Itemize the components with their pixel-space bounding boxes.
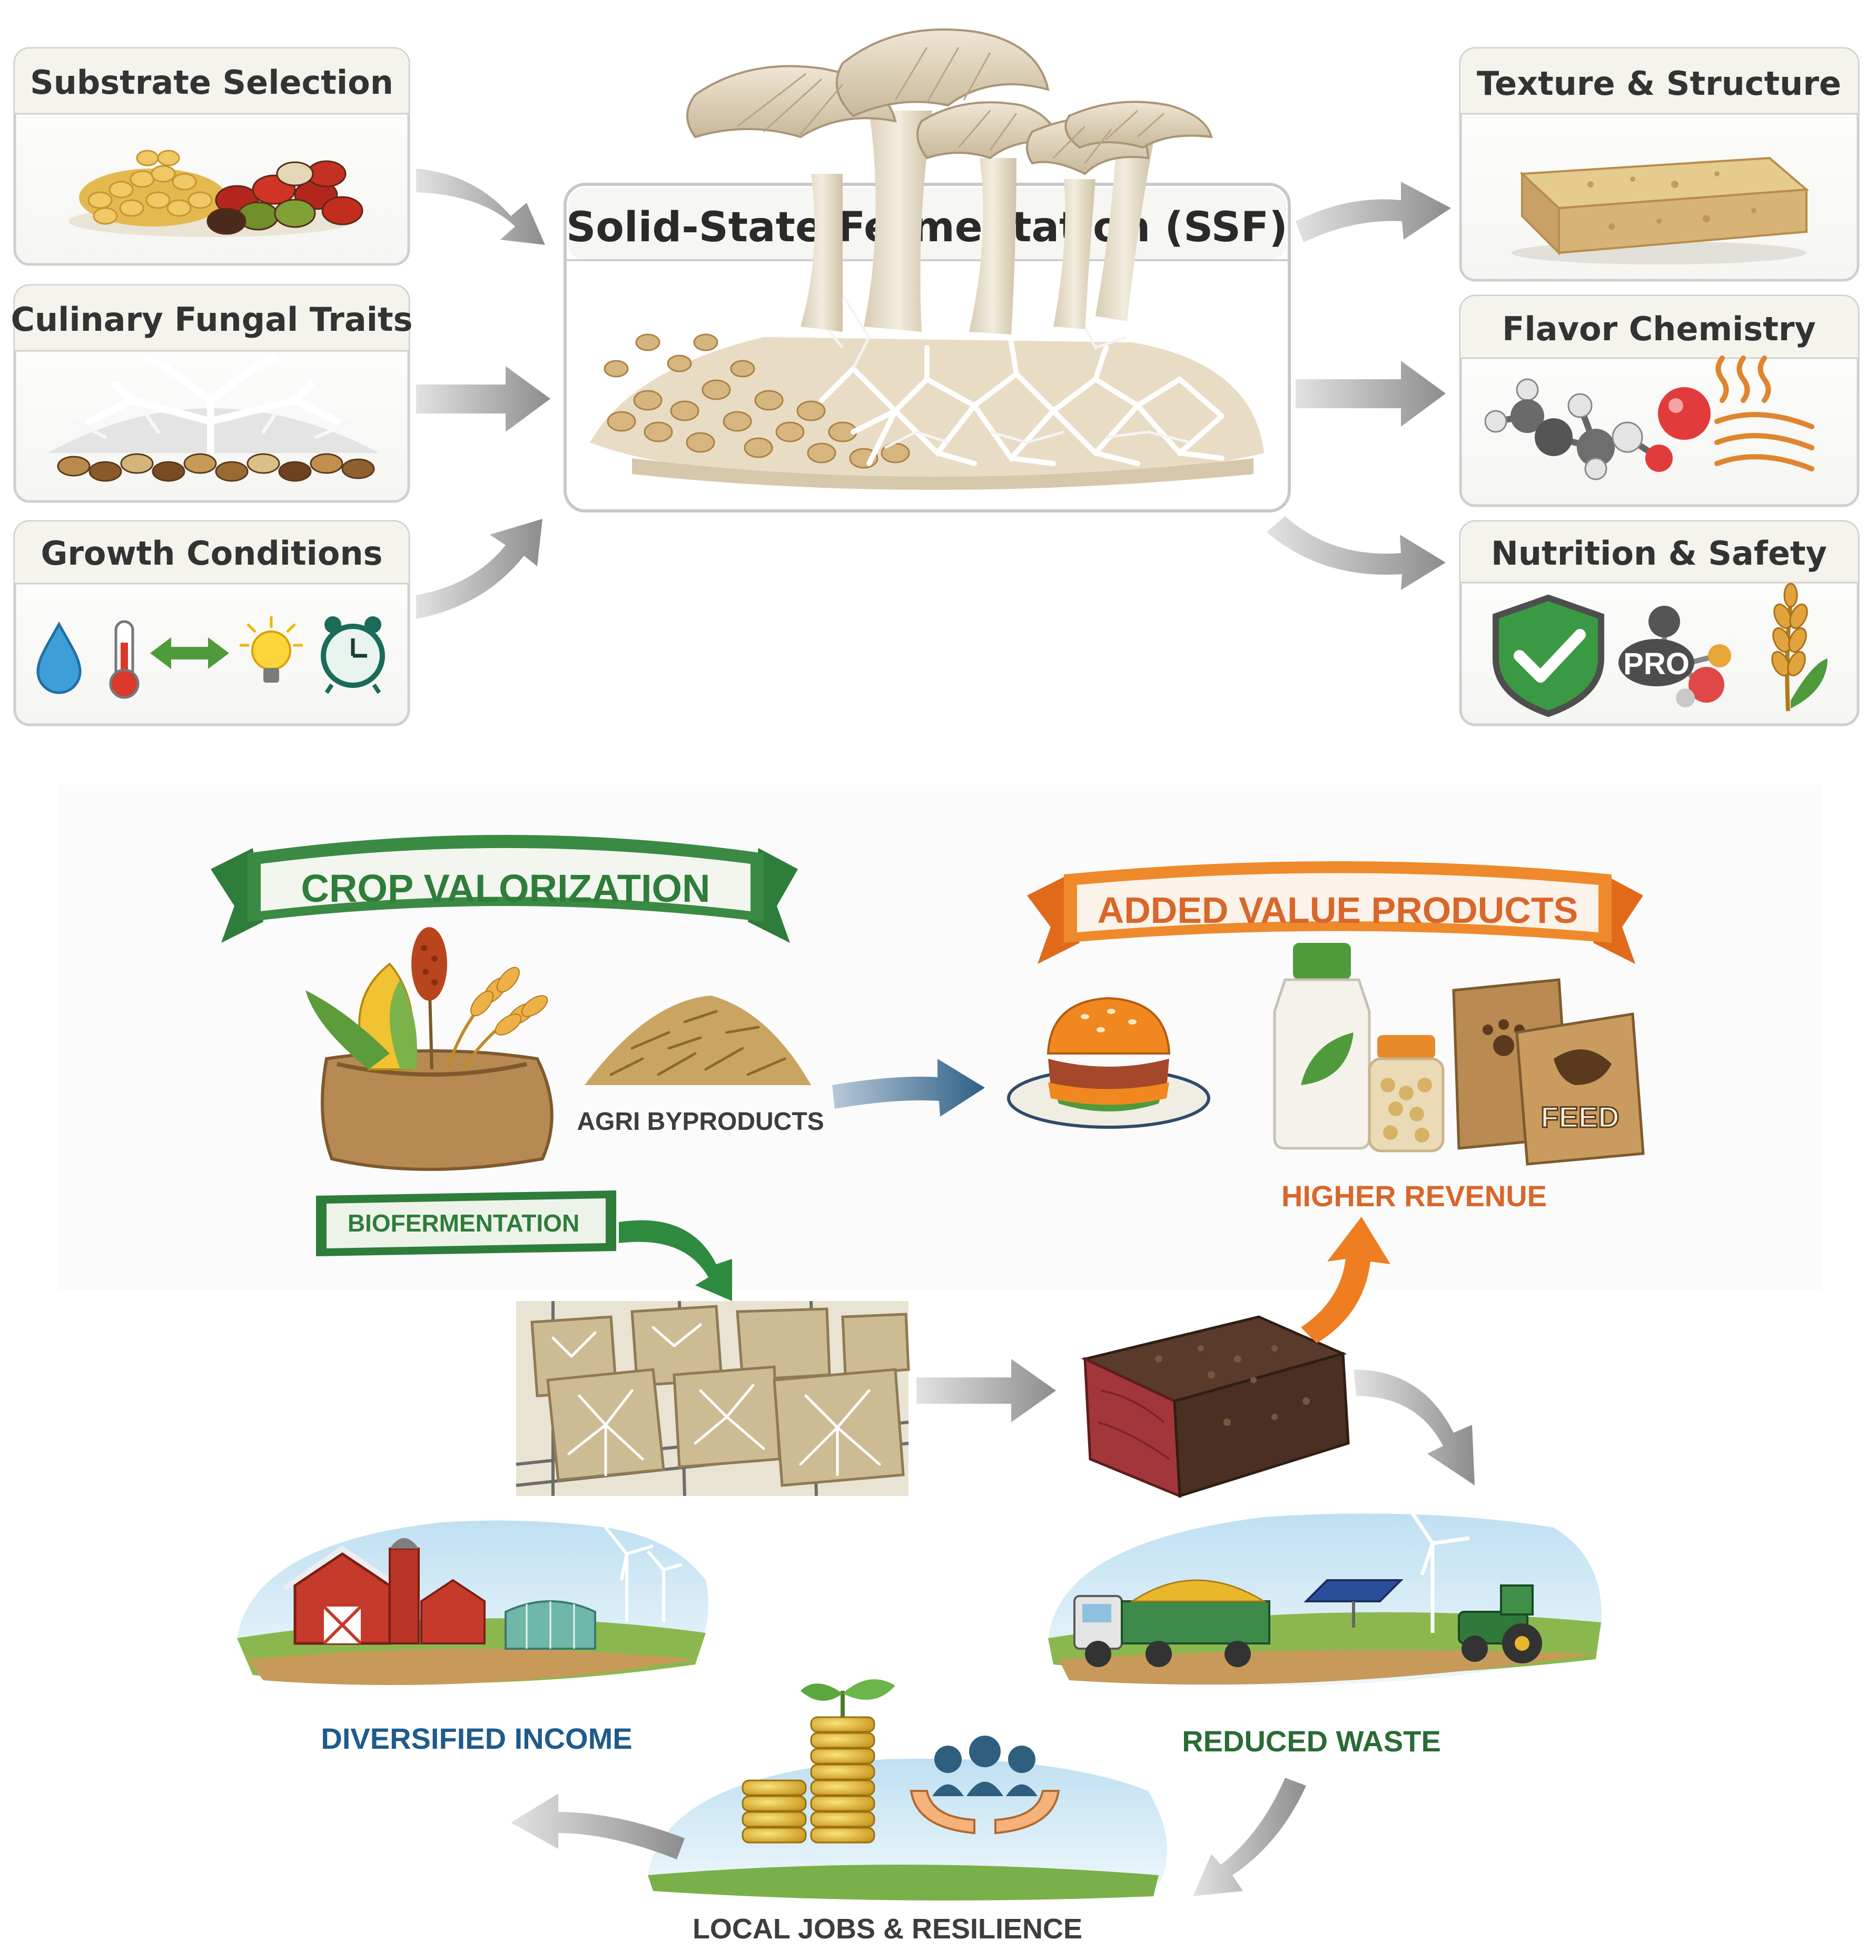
blue-flow-arrow: [832, 1059, 985, 1117]
truck-icon: [1073, 1579, 1270, 1667]
input-arrow-fungal-traits: [416, 366, 550, 432]
input-box-substrate-selection: Substrate Selection: [13, 47, 410, 266]
output-arrow-flavor: [1296, 361, 1446, 427]
input-box-growth-conditions: Growth Conditions: [13, 520, 410, 726]
light-bulb-icon: [240, 616, 303, 683]
local-jobs-scene: [648, 1679, 1167, 1900]
textured-block-icon: [1512, 156, 1809, 264]
crop-valorization-title: CROP VALORIZATION: [301, 866, 710, 910]
input-title-culinary-fungal-traits: Culinary Fungal Traits: [11, 300, 413, 339]
output-title-flavor-chemistry: Flavor Chemistry: [1502, 310, 1816, 348]
alarm-clock-icon: [321, 616, 385, 694]
local-jobs-label: LOCAL JOBS & RESILIENCE: [693, 1913, 1082, 1945]
input-box-culinary-fungal-traits: Culinary Fungal Traits: [11, 284, 413, 503]
output-arrow-nutrition: [1267, 516, 1446, 590]
corn-icon: [305, 962, 417, 1070]
grey-arrow-to-meat: [916, 1359, 1056, 1422]
reduced-waste-scene: [1048, 1511, 1602, 1686]
coin-stacks-icon: [742, 1679, 895, 1844]
solar-panel-icon: [1304, 1579, 1404, 1628]
wind-turbines-icon: [604, 1526, 683, 1622]
output-box-flavor-chemistry: Flavor Chemistry: [1459, 294, 1860, 507]
protein-jar-icon: [1368, 1035, 1445, 1153]
reduced-waste-label: REDUCED WASTE: [1182, 1725, 1441, 1758]
mycelium-network-icon: [47, 354, 379, 482]
tractor-icon: [1458, 1584, 1542, 1663]
shield-check-icon: [1493, 594, 1604, 717]
feed-label: FEED: [1541, 1100, 1619, 1134]
burger-plate-icon: [1007, 997, 1210, 1129]
sorghum-icon: [411, 927, 447, 1070]
added-value-products-title: ADDED VALUE PRODUCTS: [1098, 890, 1578, 931]
grey-arrow-to-local-jobs: [1193, 1778, 1306, 1896]
biofermentation-label: BIOFERMENTATION: [348, 1209, 579, 1237]
wheat-leaf-icon: [1771, 583, 1828, 712]
mushrooms-on-substrate-icon: [590, 28, 1264, 490]
diversified-income-label: DIVERSIFIED INCOME: [321, 1722, 632, 1755]
biofermentation-banner: BIOFERMENTATION: [316, 1190, 616, 1256]
green-curved-arrow: [619, 1220, 732, 1301]
output-arrow-texture: [1296, 182, 1451, 242]
wheat-icon: [446, 967, 548, 1070]
wind-turbine-icon: [1410, 1511, 1470, 1633]
mycelium-blocks-image: [516, 1301, 910, 1496]
agri-byproducts-label: AGRI BYPRODUCTS: [577, 1108, 824, 1136]
output-title-texture-structure: Texture & Structure: [1477, 64, 1841, 103]
output-box-nutrition-safety: Nutrition & Safety PRO: [1459, 520, 1860, 726]
output-title-nutrition-safety: Nutrition & Safety: [1491, 534, 1827, 573]
greenhouse-icon: [505, 1600, 596, 1650]
input-title-growth-conditions: Growth Conditions: [41, 534, 382, 573]
input-arrow-growth-conditions: [416, 519, 542, 619]
meat-alternative-block-icon: [1081, 1315, 1350, 1498]
added-value-products-banner: ADDED VALUE PRODUCTS: [1027, 861, 1643, 964]
red-barn-icon: [283, 1538, 486, 1645]
grey-arrow-to-diversified-income: [511, 1794, 685, 1859]
farm-scene-diversified-income: [237, 1520, 708, 1685]
double-arrow-icon: [150, 637, 229, 669]
grey-arrow-to-reduced-waste: [1354, 1370, 1475, 1485]
crop-valorization-banner: CROP VALORIZATION: [211, 835, 798, 943]
output-box-texture-structure: Texture & Structure: [1459, 47, 1860, 282]
water-drop-icon: [36, 621, 82, 694]
ssf-title: Solid-State Fermentation (SSF): [566, 204, 1288, 251]
community-hands-icon: [910, 1736, 1060, 1835]
protein-badge-label: PRO: [1623, 647, 1690, 681]
thermometer-icon: [109, 620, 140, 699]
input-arrow-substrate: [416, 169, 545, 245]
beans-and-seeds-icon: [68, 150, 363, 237]
feed-bags-icon: FEED: [1452, 978, 1645, 1166]
protein-molecule-icon: PRO: [1618, 606, 1731, 707]
crop-sack-icon: [305, 927, 554, 1171]
agri-byproducts-pile-icon: [585, 996, 811, 1085]
higher-revenue-label: HIGHER REVENUE: [1281, 1179, 1547, 1213]
molecule-and-aroma-icon: [1484, 356, 1814, 480]
orange-arrow-up: [1301, 1217, 1390, 1343]
input-title-substrate-selection: Substrate Selection: [30, 63, 393, 102]
